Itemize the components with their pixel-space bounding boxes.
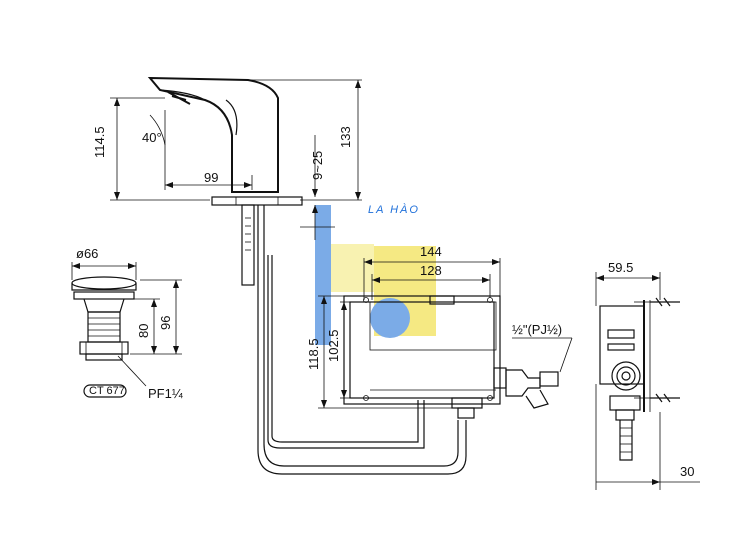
dim-128: 128 [420, 263, 442, 278]
inlet-thread-label: ½"(PJ½) [512, 322, 562, 337]
dim-144: 144 [420, 244, 442, 259]
logo-block-light [331, 244, 374, 292]
dim-59-5: 59.5 [608, 260, 633, 275]
dim-133: 133 [338, 126, 353, 148]
dim-9-25: 9~25 [310, 151, 325, 180]
dim-102-5: 102.5 [326, 329, 341, 362]
dim-40-deg: 40° [142, 130, 162, 145]
dim-114-5: 114.5 [92, 126, 107, 158]
side-view-dimensions [595, 272, 700, 490]
dim-80: 80 [136, 324, 151, 338]
faucet-body [147, 76, 467, 475]
drain-assembly [71, 262, 182, 398]
control-box [343, 295, 573, 419]
dim-diameter-66: ø66 [76, 246, 98, 261]
logo-circle [370, 298, 410, 338]
dim-96: 96 [158, 316, 173, 330]
watermark-logo [315, 205, 436, 345]
side-view [599, 297, 680, 461]
logo-bar-blue [315, 205, 331, 345]
drain-thread-label: PF1¼ [148, 386, 183, 401]
control-box-dimensions [318, 258, 501, 409]
dim-30: 30 [680, 464, 694, 479]
dim-118-5: 118.5 [306, 338, 321, 370]
faucet-dimensions [110, 79, 362, 240]
drain-code-label: CT 677 [89, 385, 125, 397]
watermark-text: LA HÀO [368, 203, 420, 216]
dim-99: 99 [204, 170, 218, 185]
